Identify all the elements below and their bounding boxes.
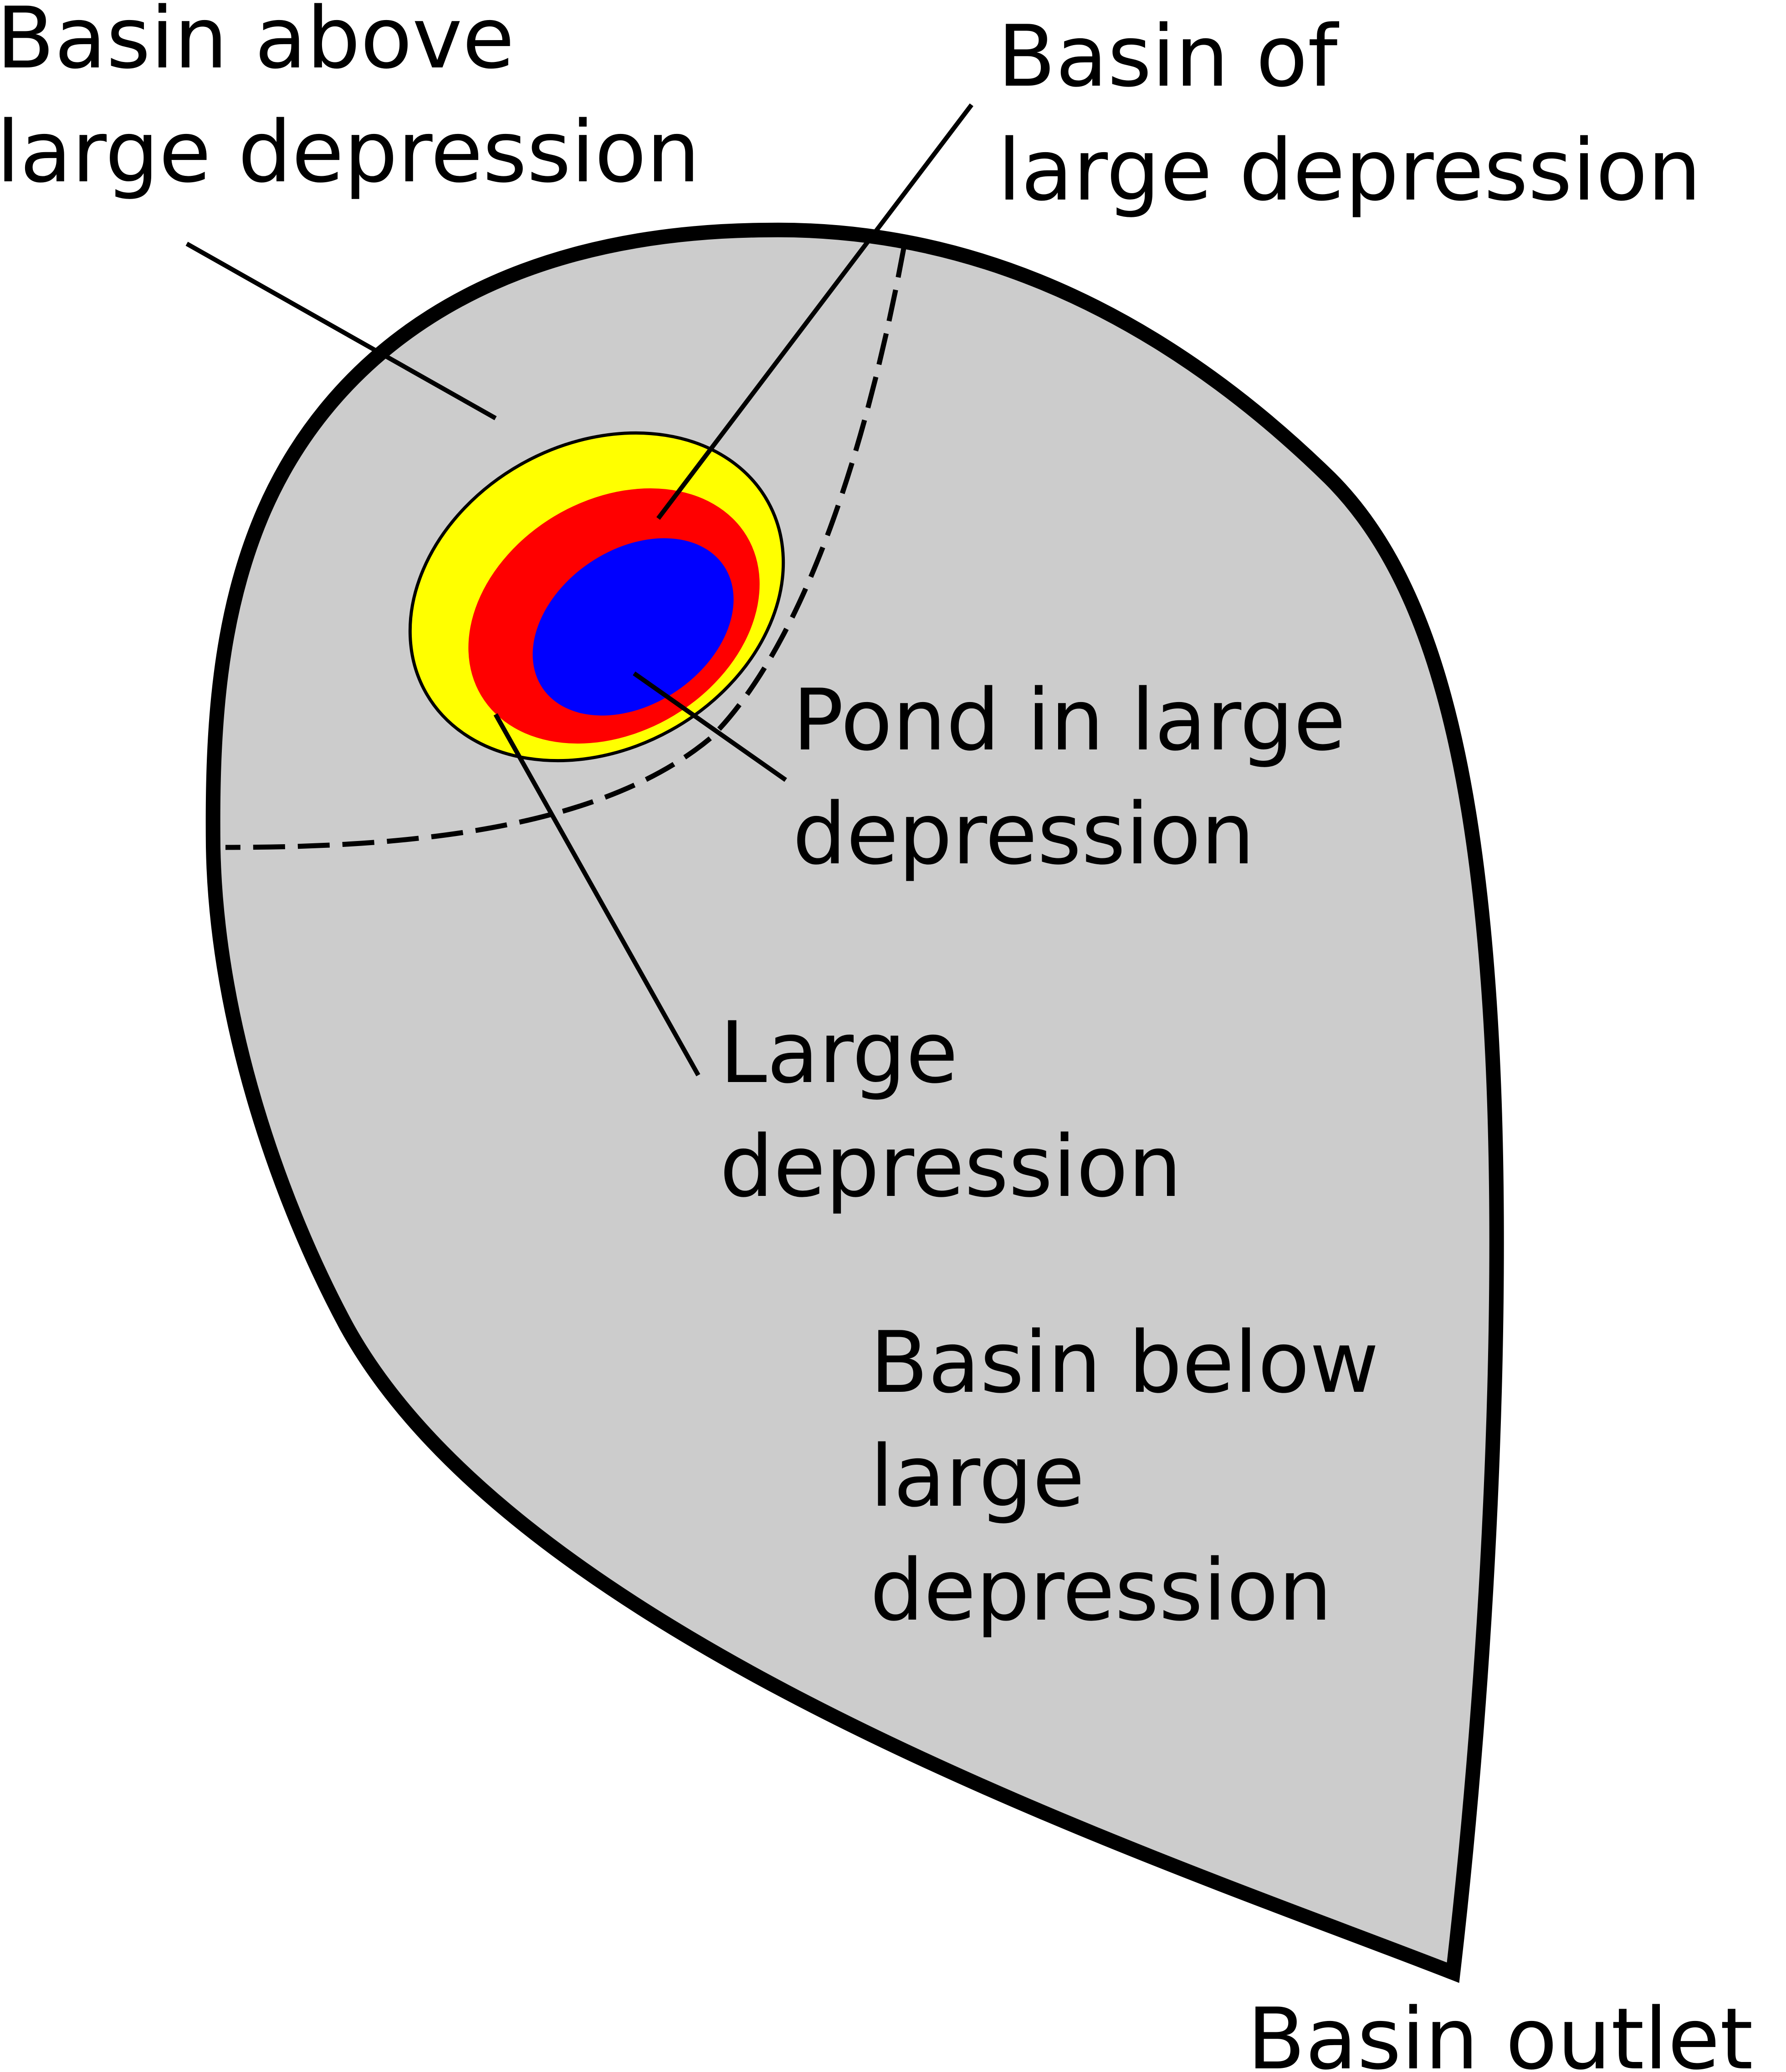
label-large-depression-line2: depression bbox=[720, 1117, 1182, 1216]
leader-line-large-depression bbox=[493, 713, 701, 1077]
label-basin-of-line1: Basin of bbox=[998, 7, 1340, 106]
pond-area bbox=[532, 538, 734, 716]
label-basin-below: Basin below large depression bbox=[870, 1313, 1406, 1640]
label-basin-of-line2: large depression bbox=[998, 121, 1701, 220]
label-large-depression: Large depression bbox=[720, 1003, 1182, 1216]
label-basin-above: Basin above large depression bbox=[0, 0, 700, 201]
label-basin-of: Basin of large depression bbox=[998, 7, 1701, 220]
leader-line-pond bbox=[633, 671, 787, 782]
label-pond: Pond in large depression bbox=[793, 671, 1373, 883]
label-basin-below-line2: large bbox=[870, 1427, 1085, 1526]
label-basin-above-line2: large depression bbox=[0, 103, 700, 201]
leader-line-basin-above bbox=[185, 241, 497, 421]
label-basin-outlet: Basin outlet bbox=[1247, 1990, 1753, 2072]
basin-divide-dashed-line bbox=[225, 245, 907, 850]
label-pond-line2: depression bbox=[793, 785, 1255, 883]
label-basin-outlet-text: Basin outlet bbox=[1247, 1990, 1753, 2072]
label-pond-line1: Pond in large bbox=[793, 671, 1346, 769]
label-basin-above-line1: Basin above bbox=[0, 0, 515, 87]
label-basin-below-line3: depression bbox=[870, 1541, 1332, 1640]
label-large-depression-line1: Large bbox=[720, 1003, 958, 1102]
leader-line-basin-of bbox=[656, 103, 973, 520]
large-depression-group bbox=[408, 431, 785, 763]
leader-lines bbox=[185, 103, 973, 1077]
label-basin-below-line1: Basin below bbox=[870, 1313, 1379, 1412]
